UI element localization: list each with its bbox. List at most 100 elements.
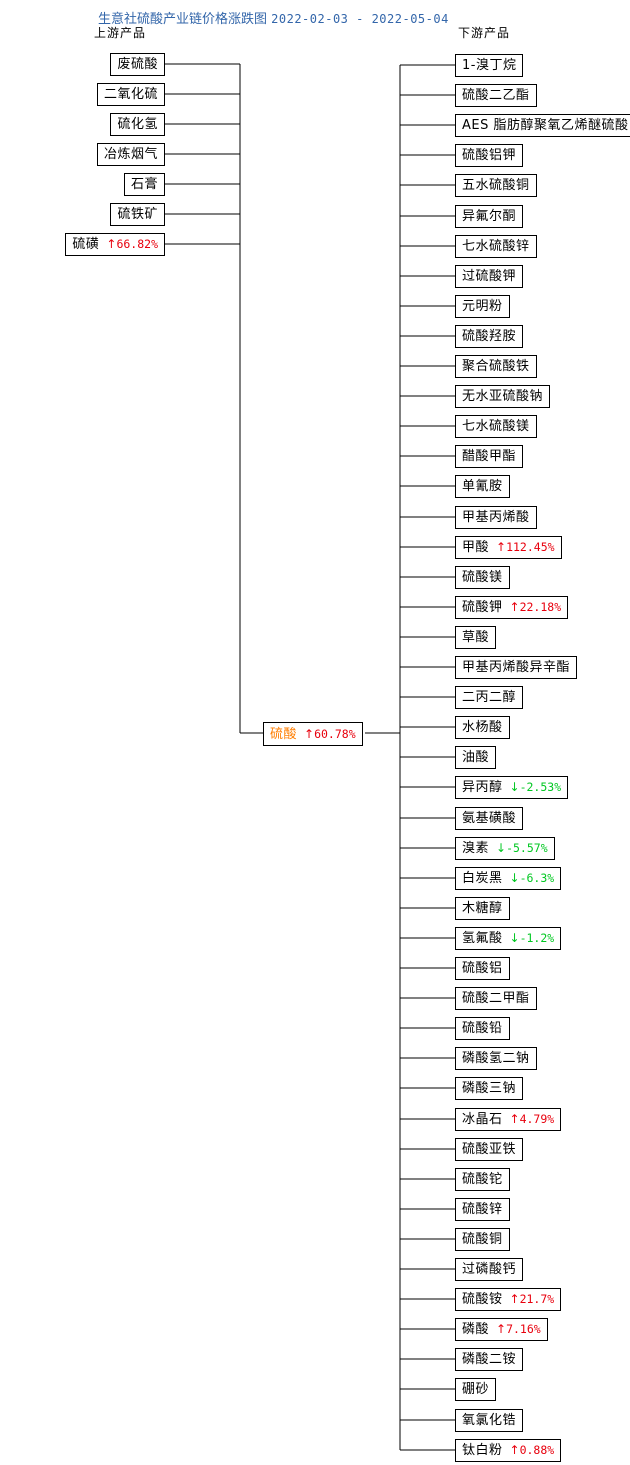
center-node-sulfuric-acid[interactable]: 硫酸 ↑60.78% xyxy=(263,722,363,746)
down-node-label: 过硫酸钾 xyxy=(462,268,517,284)
down-node-18[interactable]: 硫酸镁 xyxy=(455,565,510,589)
down-node-15[interactable]: 单氰胺 xyxy=(455,474,510,498)
down-node-label: 醋酸甲酯 xyxy=(462,448,517,464)
down-node-22[interactable]: 二丙二醇 xyxy=(455,685,524,709)
down-arrow-icon: ↓ xyxy=(509,779,520,794)
down-node-16[interactable]: 甲基丙烯酸 xyxy=(455,505,537,529)
down-node-label: 单氰胺 xyxy=(462,478,503,494)
down-node-37[interactable]: 硫酸亚铁 xyxy=(455,1137,524,1161)
down-node-change: ↑0.88% xyxy=(510,1441,555,1460)
down-node-9[interactable]: 元明粉 xyxy=(455,294,510,318)
down-node-20[interactable]: 草酸 xyxy=(455,625,497,649)
down-node-6[interactable]: 异氟尔酮 xyxy=(455,204,524,228)
down-node-label: 硫酸锌 xyxy=(462,1201,503,1217)
down-node-label: 硫酸钾 xyxy=(462,599,503,615)
up-arrow-icon: ↑ xyxy=(509,1442,520,1457)
down-node-7[interactable]: 七水硫酸锌 xyxy=(455,234,537,258)
up-node-label: 石膏 xyxy=(130,176,158,192)
up-arrow-icon: ↑ xyxy=(509,1111,520,1126)
down-node-26[interactable]: 氨基磺酸 xyxy=(455,806,524,830)
down-node-46[interactable]: 氧氯化锆 xyxy=(455,1408,524,1432)
down-node-label: 磷酸氢二钠 xyxy=(462,1050,530,1066)
down-node-38[interactable]: 硫酸铊 xyxy=(455,1167,510,1191)
down-node-42[interactable]: 硫酸铵↑21.7% xyxy=(455,1287,562,1311)
center-node-change-value: 60.78% xyxy=(314,726,356,741)
down-node-1[interactable]: 1-溴丁烷 xyxy=(455,53,524,77)
down-node-45[interactable]: 硼砂 xyxy=(455,1377,497,1401)
down-node-label: 硫酸羟胺 xyxy=(462,328,517,344)
down-node-change-value: 7.16% xyxy=(506,1321,541,1336)
up-arrow-icon: ↑ xyxy=(496,1321,507,1336)
up-node-6[interactable]: 硫铁矿 xyxy=(110,202,165,226)
down-node-36[interactable]: 冰晶石 ↑4.79% xyxy=(455,1107,562,1131)
down-node-40[interactable]: 硫酸铜 xyxy=(455,1227,510,1251)
down-node-change-value: -5.57% xyxy=(506,840,548,855)
down-node-label: 冰晶石 xyxy=(462,1111,503,1127)
down-node-17[interactable]: 甲酸↑112.45% xyxy=(455,535,562,559)
down-node-label: 钛白粉 xyxy=(462,1442,503,1458)
down-node-label: 白炭黑 xyxy=(462,870,503,886)
down-node-19[interactable]: 硫酸钾 ↑22.18% xyxy=(455,595,569,619)
down-node-31[interactable]: 硫酸铝 xyxy=(455,956,510,980)
up-node-2[interactable]: 二氧化硫 xyxy=(96,82,165,106)
up-node-5[interactable]: 石膏 xyxy=(123,172,165,196)
up-node-label: 冶炼烟气 xyxy=(103,146,158,162)
down-node-11[interactable]: 聚合硫酸铁 xyxy=(455,354,537,378)
down-node-28[interactable]: 白炭黑 ↓-6.3% xyxy=(455,866,562,890)
down-node-label: 油酸 xyxy=(462,749,490,765)
down-node-41[interactable]: 过磷酸钙 xyxy=(455,1257,524,1281)
down-node-label: 硼砂 xyxy=(462,1381,490,1397)
up-node-1[interactable]: 废硫酸 xyxy=(110,52,165,76)
down-node-change: ↑4.79% xyxy=(510,1110,555,1129)
down-node-8[interactable]: 过硫酸钾 xyxy=(455,264,524,288)
down-node-label: 硫酸铝 xyxy=(462,960,503,976)
down-node-label: 硫酸亚铁 xyxy=(462,1141,517,1157)
down-node-14[interactable]: 醋酸甲酯 xyxy=(455,444,524,468)
down-node-12[interactable]: 无水亚硫酸钠 xyxy=(455,384,551,408)
down-node-2[interactable]: 硫酸二乙酯 xyxy=(455,83,537,107)
down-node-label: 甲基丙烯酸 xyxy=(462,509,530,525)
down-node-30[interactable]: 氢氟酸↓-1.2% xyxy=(455,926,562,950)
down-node-change: ↓-6.3% xyxy=(510,869,555,888)
down-node-35[interactable]: 磷酸三钠 xyxy=(455,1076,524,1100)
down-node-3[interactable]: AES 脂肪醇聚氧乙烯醚硫酸 xyxy=(455,113,630,137)
up-node-7[interactable]: 硫磺↑66.82% xyxy=(65,232,165,256)
down-node-32[interactable]: 硫酸二甲酯 xyxy=(455,986,537,1010)
down-node-34[interactable]: 磷酸氢二钠 xyxy=(455,1046,537,1070)
down-node-43[interactable]: 磷酸↑7.16% xyxy=(455,1317,548,1341)
down-node-label: 过磷酸钙 xyxy=(462,1261,517,1277)
down-node-label: 硫酸镁 xyxy=(462,569,503,585)
down-node-label: 甲酸 xyxy=(462,539,490,555)
down-node-13[interactable]: 七水硫酸镁 xyxy=(455,414,537,438)
down-node-21[interactable]: 甲基丙烯酸异辛酯 xyxy=(455,655,578,679)
down-node-29[interactable]: 木糖醇 xyxy=(455,896,510,920)
up-node-label: 硫铁矿 xyxy=(117,206,158,222)
down-node-label: 甲基丙烯酸异辛酯 xyxy=(462,659,571,675)
down-node-44[interactable]: 磷酸二铵 xyxy=(455,1347,524,1371)
up-arrow-icon: ↑ xyxy=(106,236,117,251)
down-node-change: ↓-5.57% xyxy=(496,839,548,858)
down-node-24[interactable]: 油酸 xyxy=(455,745,497,769)
down-node-label: 异丙醇 xyxy=(462,779,503,795)
down-node-5[interactable]: 五水硫酸铜 xyxy=(455,173,537,197)
down-node-label: 氧氯化锆 xyxy=(462,1412,517,1428)
down-node-label: 硫酸铝钾 xyxy=(462,147,517,163)
down-node-39[interactable]: 硫酸锌 xyxy=(455,1197,510,1221)
down-node-33[interactable]: 硫酸铅 xyxy=(455,1016,510,1040)
down-node-change-value: -1.2% xyxy=(519,930,555,945)
down-node-4[interactable]: 硫酸铝钾 xyxy=(455,143,524,167)
down-node-47[interactable]: 钛白粉 ↑0.88% xyxy=(455,1438,562,1462)
down-node-25[interactable]: 异丙醇↓-2.53% xyxy=(455,775,569,799)
down-node-change: ↑7.16% xyxy=(496,1320,541,1339)
down-node-23[interactable]: 水杨酸 xyxy=(455,715,510,739)
up-node-3[interactable]: 硫化氢 xyxy=(110,112,165,136)
down-node-10[interactable]: 硫酸羟胺 xyxy=(455,324,524,348)
up-node-4[interactable]: 冶炼烟气 xyxy=(96,142,165,166)
up-arrow-icon: ↑ xyxy=(496,539,507,554)
down-node-label: 氨基磺酸 xyxy=(462,810,517,826)
up-arrow-icon: ↑ xyxy=(509,1291,520,1306)
down-node-label: 聚合硫酸铁 xyxy=(462,358,530,374)
down-node-change: ↑22.18% xyxy=(510,598,562,617)
down-node-27[interactable]: 溴素↓-5.57% xyxy=(455,836,555,860)
down-arrow-icon: ↓ xyxy=(496,840,507,855)
